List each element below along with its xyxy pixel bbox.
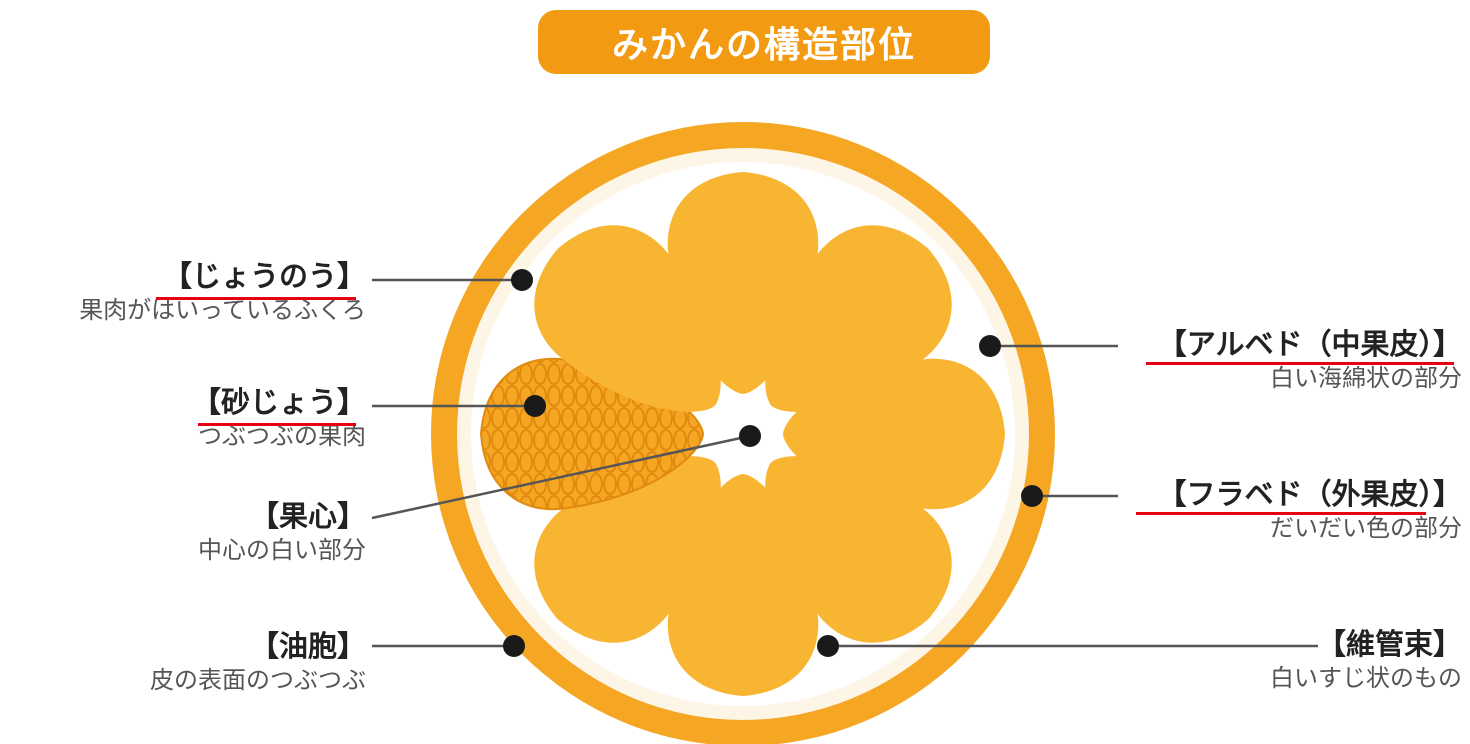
diagram-title: みかんの構造部位 — [538, 10, 990, 74]
dot-sajou — [524, 395, 546, 417]
label-ikansoku: 【維管束】 白いすじ状のもの — [1270, 626, 1462, 694]
label-flavedo: 【フラベド（外果皮）】 だいだい色の部分 — [1157, 476, 1462, 544]
dot-albedo — [979, 335, 1001, 357]
label-kashin-desc: 中心の白い部分 — [198, 536, 366, 564]
underline-albedo — [1146, 362, 1454, 365]
dot-yuhou — [503, 635, 525, 657]
segments — [479, 172, 1005, 696]
dot-jounou — [511, 269, 533, 291]
dot-ikansoku — [817, 635, 839, 657]
label-ikansoku-desc: 白いすじ状のもの — [1270, 664, 1462, 692]
underline-jounou — [156, 297, 356, 300]
label-sajou: 【砂じょう】 つぶつぶの果肉 — [192, 384, 366, 452]
leader-kashin — [371, 434, 751, 520]
label-ikansoku-name: 【維管束】 — [1316, 627, 1462, 661]
label-sajou-desc: つぶつぶの果肉 — [198, 422, 366, 450]
label-yuhou-name: 【油胞】 — [249, 629, 366, 663]
dot-kashin — [739, 425, 761, 447]
label-flavedo-desc: だいだい色の部分 — [1270, 514, 1462, 542]
label-jounou: 【じょうのう】 果肉がはいっているふくろ — [79, 258, 366, 326]
label-jounou-desc: 果肉がはいっているふくろ — [79, 296, 366, 324]
underline-flavedo — [1136, 512, 1426, 515]
label-kashin: 【果心】 中心の白い部分 — [198, 498, 366, 566]
label-yuhou: 【油胞】 皮の表面のつぶつぶ — [150, 628, 366, 696]
dot-flavedo — [1021, 485, 1043, 507]
label-jounou-name: 【じょうのう】 — [162, 259, 366, 293]
label-albedo-name: 【アルベド（中果皮）】 — [1157, 327, 1462, 361]
segment — [534, 225, 721, 412]
label-flavedo-name: 【フラベド（外果皮）】 — [1157, 477, 1462, 511]
label-kashin-name: 【果心】 — [249, 499, 366, 533]
underline-sajou — [198, 423, 356, 426]
label-albedo: 【アルベド（中果皮）】 白い海綿状の部分 — [1158, 326, 1462, 394]
label-albedo-desc: 白い海綿状の部分 — [1270, 364, 1462, 392]
label-yuhou-desc: 皮の表面のつぶつぶ — [150, 666, 366, 694]
label-sajou-name: 【砂じょう】 — [191, 385, 366, 419]
